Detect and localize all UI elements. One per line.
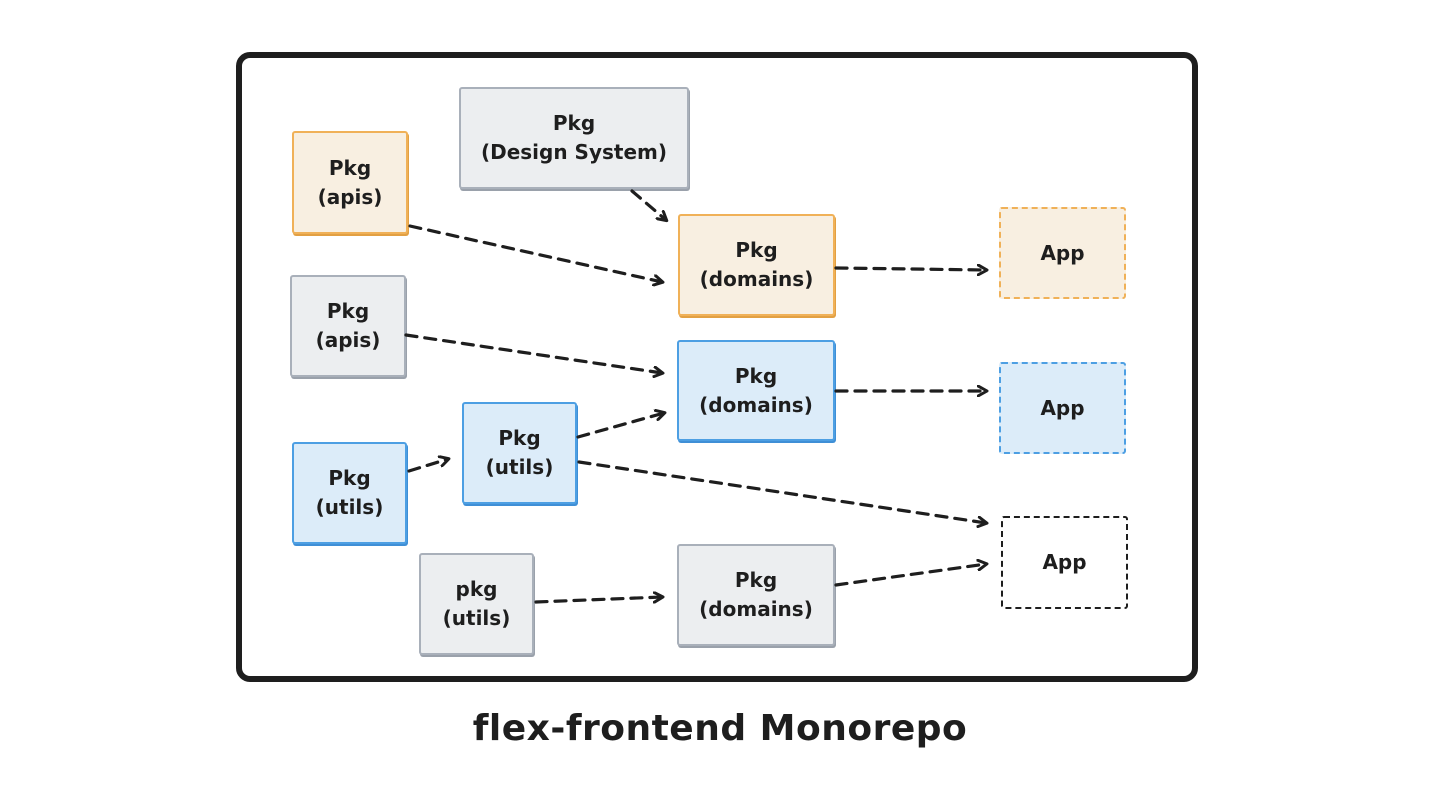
node-line2: (utils) [442,606,511,630]
node-label: App [1040,395,1085,420]
node-line2: (utils) [315,495,384,519]
node-line2: (Design System) [480,140,668,164]
node-label: App [1042,550,1087,574]
node-pkg-utils-blue-mid: Pkg (utils) [462,402,577,504]
node-pkg-utils-gray: pkg (utils) [419,553,534,655]
node-app-white: App [1001,516,1128,609]
node-line2: (utils) [485,455,554,479]
node-line2: (apis) [315,328,381,352]
node-label: App [1040,240,1085,265]
node-app-orange: App [999,207,1126,299]
node-pkg-apis-orange: Pkg (apis) [292,131,408,234]
node-line1: Pkg [552,111,596,135]
node-line2: (domains) [699,267,814,291]
node-line2: (apis) [317,184,383,209]
node-pkg-domains-orange: Pkg (domains) [678,214,835,316]
node-pkg-apis-gray: Pkg (apis) [290,275,406,377]
node-pkg-domains-gray: Pkg (domains) [677,544,835,646]
node-app-blue: App [999,362,1126,454]
node-line2: (domains) [699,597,813,621]
node-line2: (domains) [699,392,813,417]
node-pkg-design-system: Pkg (Design System) [459,87,689,189]
node-pkg-utils-blue-left: Pkg (utils) [292,442,407,544]
node-line1: Pkg [734,363,778,388]
node-line1: pkg [455,577,498,601]
node-line1: Pkg [498,426,541,450]
node-pkg-domains-blue: Pkg (domains) [677,340,835,441]
diagram-caption: flex-frontend Monorepo [472,708,968,749]
node-line1: Pkg [328,155,372,180]
node-line1: Pkg [326,299,370,323]
node-line1: Pkg [328,466,371,490]
node-line1: Pkg [735,238,778,262]
node-line1: Pkg [734,568,778,592]
